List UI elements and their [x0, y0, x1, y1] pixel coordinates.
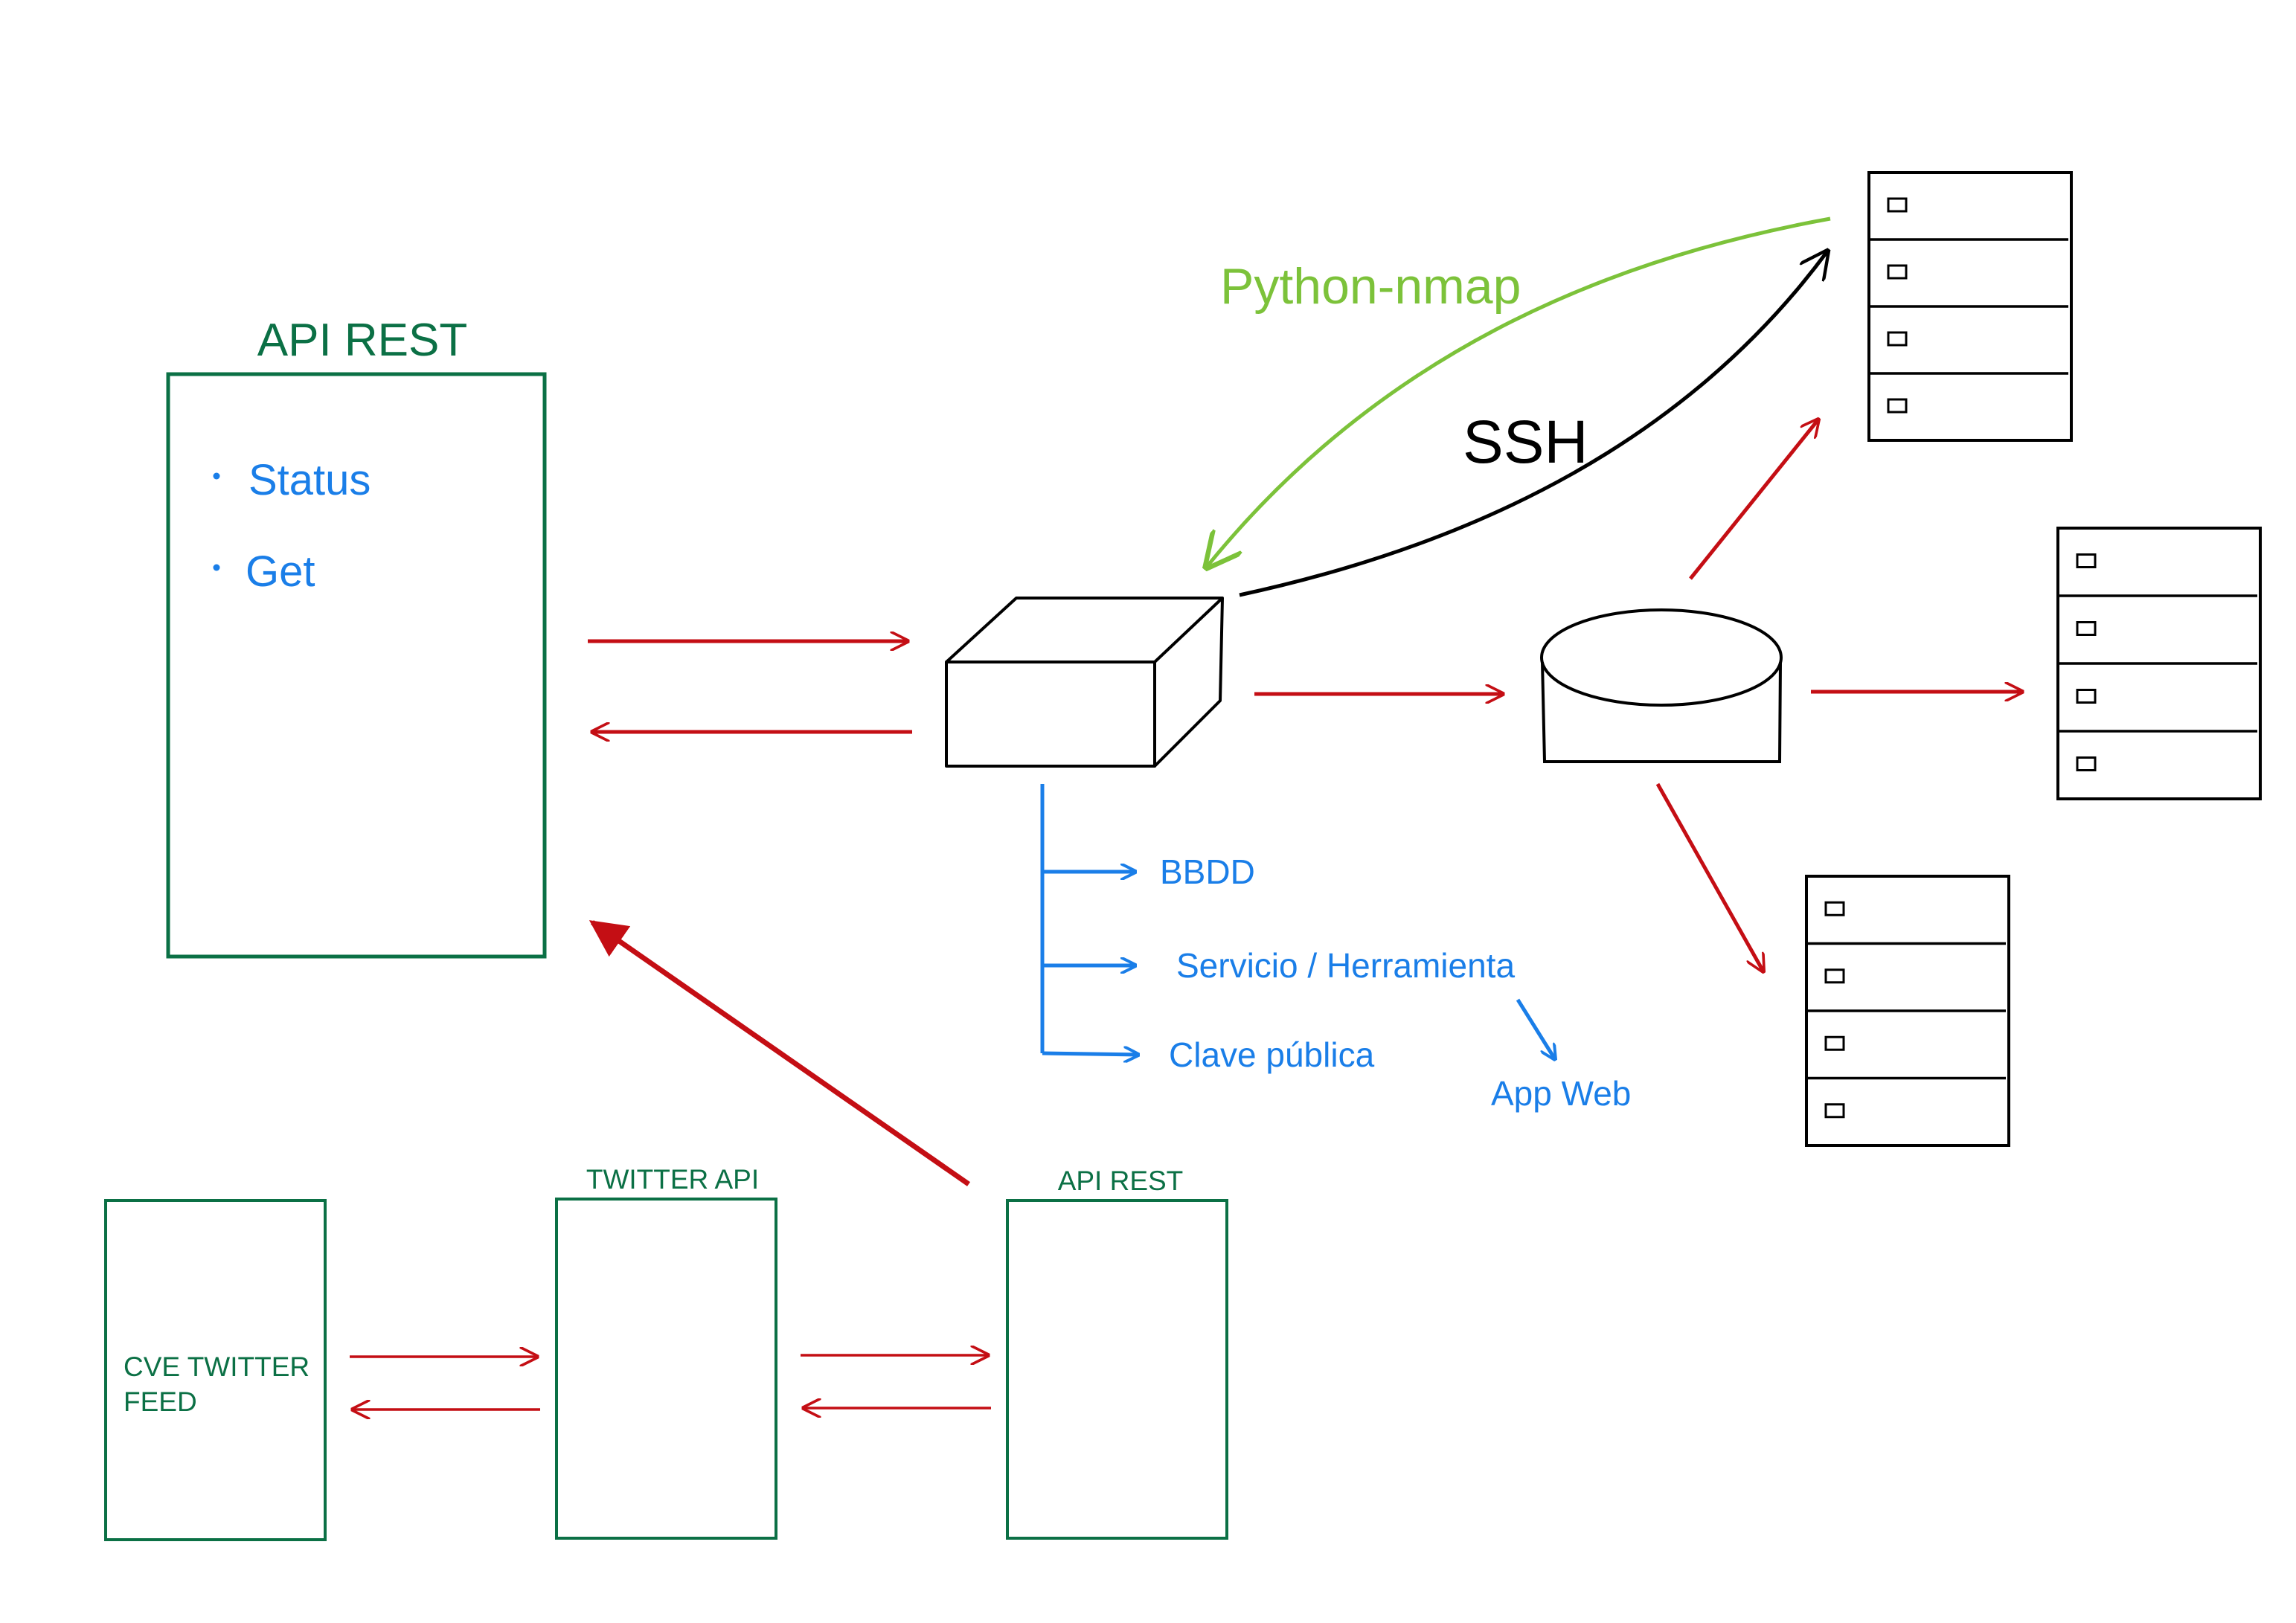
server-drive-icon — [1887, 264, 1908, 280]
server-drive-icon — [2076, 553, 2097, 568]
server-drive-icon — [1824, 968, 1845, 984]
bullet-icon — [213, 472, 220, 480]
python-nmap-label: Python-nmap — [1220, 258, 1521, 315]
cube-icon — [945, 597, 1224, 768]
tree-item-bbdd: BBDD — [1160, 852, 1255, 891]
server-drive-icon — [2076, 756, 2097, 771]
tree-item-servicio: Servicio / Herramienta — [1176, 946, 1515, 985]
api-rest-main: API REST Status Get — [166, 315, 547, 959]
cve-twitter-feed-label-line1: CVE TWITTER — [124, 1352, 310, 1382]
tree-branch — [1042, 1053, 1138, 1055]
twitter-api: TWITTER API — [555, 1164, 777, 1540]
tool-tree: BBDD Servicio / Herramienta Clave públic… — [1040, 784, 1631, 1113]
arrow-to-server-bottom — [1655, 782, 1763, 971]
database-icon — [1540, 608, 1783, 763]
tree-item-app-web: App Web — [1491, 1074, 1631, 1113]
api-rest-bottom-box — [1006, 1199, 1228, 1540]
api-rest-item-get: Get — [246, 547, 315, 596]
api-rest-item-status: Status — [248, 456, 371, 504]
ssh-label: SSH — [1463, 408, 1588, 476]
twitter-api-box — [555, 1198, 777, 1540]
cve-twitter-feed: CVE TWITTER FEED — [104, 1199, 327, 1541]
server-drive-icon — [2076, 689, 2097, 704]
arrow-to-server-top — [1689, 420, 1818, 580]
server-drive-icon — [1824, 1103, 1845, 1119]
server-drive-icon — [1887, 331, 1908, 347]
server-drive-icon — [2076, 621, 2097, 636]
cve-twitter-feed-box — [104, 1199, 327, 1541]
api-rest-bottom-title: API REST — [1058, 1166, 1184, 1196]
ssh-arrow — [1239, 251, 1827, 597]
cve-twitter-feed-label-line2: FEED — [124, 1386, 197, 1417]
arrow-to-app-web — [1516, 998, 1555, 1059]
python-nmap-arrow — [1207, 216, 1831, 567]
api-rest-bottom: API REST — [1006, 1166, 1228, 1540]
api-rest-main-box — [166, 372, 547, 959]
api-rest-main-title: API REST — [257, 315, 468, 366]
server-drive-icon — [1824, 1035, 1845, 1051]
server-rack-icon — [1867, 171, 2073, 442]
server-drive-icon — [1824, 901, 1845, 916]
tree-item-clave: Clave pública — [1169, 1035, 1375, 1074]
arrow-feed-to-api — [589, 920, 970, 1186]
server-rack-icon — [2056, 527, 2262, 800]
server-drive-icon — [1887, 197, 1908, 213]
server-racks — [1805, 171, 2262, 1147]
server-rack-icon — [1805, 875, 2010, 1147]
bullet-icon — [213, 564, 220, 571]
server-drive-icon — [1887, 398, 1908, 414]
twitter-api-title: TWITTER API — [586, 1164, 759, 1195]
